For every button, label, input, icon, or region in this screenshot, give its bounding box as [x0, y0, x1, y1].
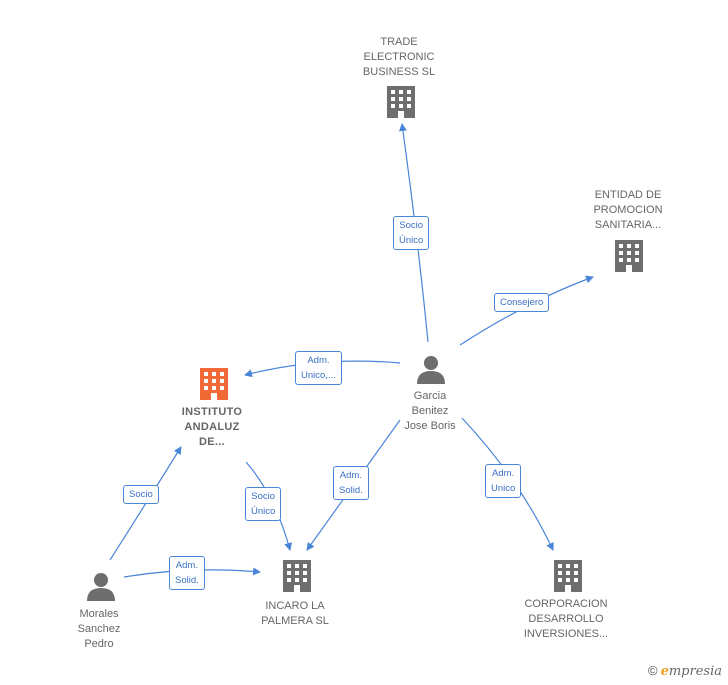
relation-label: Adm. Solid. — [169, 556, 205, 590]
company-label-corporacion[interactable]: CORPORACION DESARROLLO INVERSIONES... — [523, 598, 609, 640]
company-label-entidad[interactable]: ENTIDAD DE PROMOCION SANITARIA... — [593, 189, 663, 231]
company-label-instituto[interactable]: INSTITUTO ANDALUZ DE... — [181, 406, 243, 448]
relation-label: Adm. Solid. — [333, 466, 369, 500]
relation-label: Socio Único — [393, 216, 430, 250]
person-icon[interactable] — [417, 356, 445, 384]
building-icon[interactable] — [283, 560, 311, 592]
company-label-incaro[interactable]: INCARO LA PALMERA SL — [261, 600, 329, 627]
relation-label: Adm. Unico — [485, 464, 522, 498]
relation-label: Socio — [123, 485, 159, 504]
relation-label: Consejero — [494, 293, 550, 312]
person-icon[interactable] — [87, 573, 115, 601]
relation-label: Socio Único — [245, 487, 282, 521]
brand-footer[interactable]: ©empresia — [648, 663, 722, 679]
company-label-trade[interactable]: TRADE ELECTRONIC BUSINESS SL — [362, 36, 436, 78]
person-label-garcia[interactable]: Garcia Benitez Jose Boris — [404, 390, 456, 432]
building-icon[interactable] — [554, 560, 582, 592]
copyright-icon: © — [647, 663, 658, 678]
relation-label: Adm. Unico,... — [295, 351, 342, 385]
person-label-morales[interactable]: Morales Sanchez Pedro — [77, 608, 121, 650]
building-icon-highlighted[interactable] — [200, 368, 228, 400]
edge-morales-instituto — [109, 446, 182, 561]
building-icon[interactable] — [615, 240, 643, 272]
building-icon[interactable] — [387, 86, 415, 118]
brand-logo-text: mpresia — [668, 664, 722, 679]
brand-logo-initial: e — [660, 664, 669, 679]
